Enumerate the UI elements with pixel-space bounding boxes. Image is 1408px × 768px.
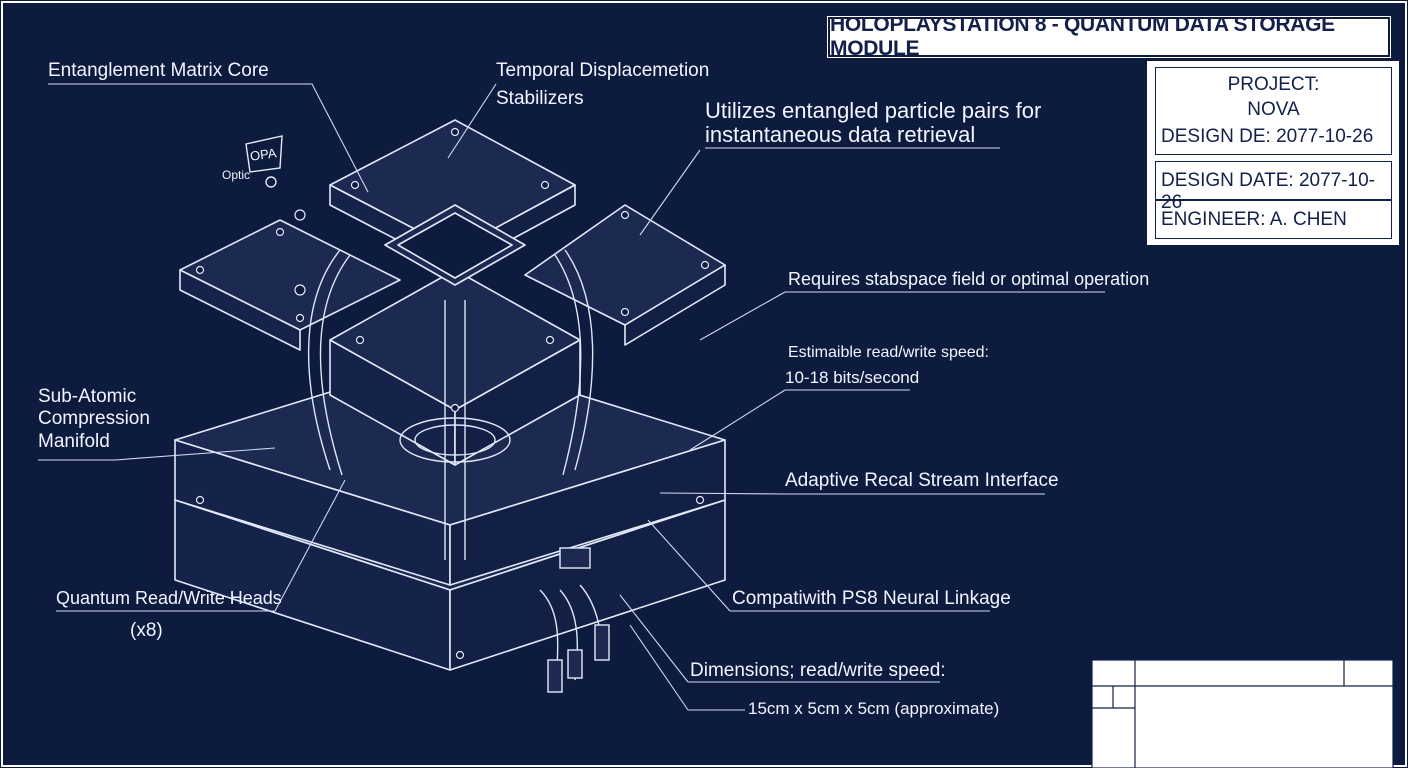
read-write-heads-label-2: (x8) <box>130 620 163 641</box>
neural-linkage-label: Compatiwith PS8 Neural Linkage <box>732 588 1011 609</box>
temporal-stabilizers-label-2: Stabilizers <box>496 88 584 109</box>
speed-label-2: 10-18 bits/second <box>785 368 920 387</box>
core-chip <box>397 212 513 279</box>
design-line: DESIGN DE: 2077-10-26 <box>1161 126 1374 147</box>
base-slab-right <box>449 499 726 671</box>
project-label: PROJECT: <box>1227 74 1320 95</box>
optic-tag-label: Optic <box>222 168 251 182</box>
left-arm <box>179 219 401 331</box>
dimensions-label-2: 15cm x 5cm x 5cm (approximate) <box>748 699 1000 718</box>
requires-label: Requires stabspace field or optimal oper… <box>788 269 1150 289</box>
module-title: HOLOPLAYSTATION 8 - QUANTUM DATA STORAGE… <box>827 13 1391 60</box>
compression-manifold-label: Sub-Atomic Compression Manifold <box>38 386 150 452</box>
entanglement-core-label: Entanglement Matrix Core <box>48 60 269 81</box>
utilizes-label-1: Utilizes entangled particle pairs for <box>705 98 1042 123</box>
revision-block <box>1086 652 1400 768</box>
read-write-heads-label-1: Quantum Read/Write Heads <box>56 588 282 608</box>
engineer: ENGINEER: A. CHEN <box>1161 209 1347 230</box>
temporal-stabilizers-label-1: Temporal Displacemetion <box>496 60 710 81</box>
right-arm <box>524 204 726 326</box>
project-cell: PROJECT: NOVA DESIGN DE: 2077-10-26 <box>1155 67 1392 155</box>
project-value: NOVA <box>1247 99 1300 120</box>
title-block-panel: PROJECT: NOVA DESIGN DE: 2077-10-26 DESI… <box>1147 61 1399 245</box>
leader-lines <box>38 83 1105 711</box>
mid-slab-right <box>449 439 726 586</box>
design-date-cell: DESIGN DATE: 2077-10-26 <box>1155 161 1392 213</box>
dimensions-label-1: Dimensions; read/write speed: <box>690 660 946 681</box>
engineer-cell: ENGINEER: A. CHEN <box>1155 200 1392 239</box>
adaptive-interface-label: Adaptive Recal Stream Interface <box>785 470 1059 491</box>
speed-label-1: Estimaible read/write speed: <box>788 344 989 361</box>
utilizes-label-2: instantaneous data retrieval <box>705 122 976 147</box>
conduits <box>307 249 604 691</box>
design-date: DESIGN DATE: 2077-10-26 <box>1161 170 1376 213</box>
